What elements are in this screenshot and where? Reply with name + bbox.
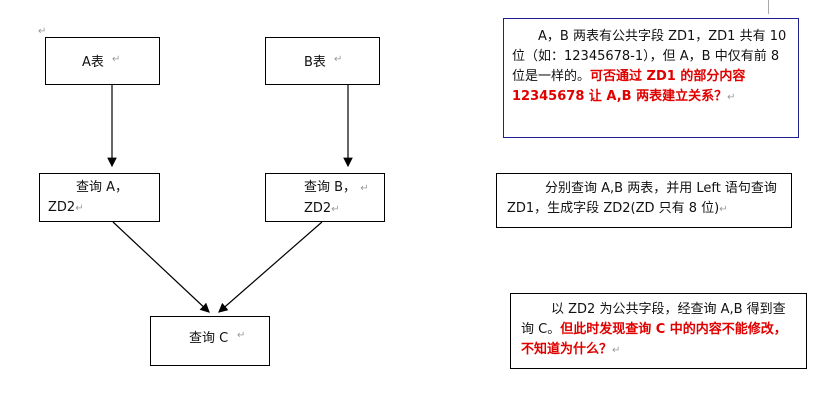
table-b-box: B表 ↵ <box>265 37 380 85</box>
note1-text: A，B 两表有公共字段 ZD1，ZD1 共有 10 位（如：12345678-1… <box>512 29 787 84</box>
query-b-line1: 查询 B， <box>304 180 357 195</box>
query-c-label: 查询 C <box>189 331 229 346</box>
note1-highlight: 可否通过 ZD1 的部分内容 12345678 让 A,B 两表建立关系？ <box>512 69 746 104</box>
margin-corner-mark <box>768 0 769 14</box>
paragraph-mark: ↵ <box>75 203 84 214</box>
query-b-line2: ZD2 <box>304 201 332 216</box>
paragraph-mark: ↵ <box>334 54 343 65</box>
query-a-box: 查询 A， ZD2↵ <box>39 173 160 222</box>
paragraph-mark: ↵ <box>112 54 121 65</box>
paragraph-mark: ↵ <box>38 26 47 37</box>
table-a-label: A表 <box>82 55 104 70</box>
paragraph-mark: ↵ <box>719 204 728 215</box>
query-b-box: 查询 B， ↵ ZD2↵ <box>265 173 385 222</box>
note3-text: 以 ZD2 为公共字段，经查询 A,B 得到查询 C。 <box>521 302 786 337</box>
paragraph-mark: ↵ <box>612 345 621 356</box>
note-query-c-question: 以 ZD2 为公共字段，经查询 A,B 得到查询 C。但此时发现查询 C 中的内… <box>510 293 807 369</box>
paragraph-mark: ↵ <box>237 330 246 341</box>
note3-highlight: 但此时发现查询 C 中的内容不能修改，不知道为什么？ <box>521 322 787 357</box>
paragraph-mark: ↵ <box>727 92 736 103</box>
query-a-line2: ZD2 <box>48 200 76 215</box>
paragraph-mark: ↵ <box>360 183 369 194</box>
arrow-query-a-to-c <box>112 221 210 313</box>
note-query-steps: 分别查询 A,B 两表，并用 Left 语句查询 ZD1，生成字段 ZD2(ZD… <box>496 173 792 228</box>
table-a-box: A表 ↵ <box>45 37 160 85</box>
query-c-box: 查询 C ↵ <box>150 316 270 366</box>
table-b-label: B表 <box>304 55 326 70</box>
query-a-line1: 查询 A， <box>76 180 129 195</box>
paragraph-mark: ↵ <box>331 204 340 215</box>
arrow-query-b-to-c <box>218 221 323 313</box>
note-common-field-question: A，B 两表有公共字段 ZD1，ZD1 共有 10 位（如：12345678-1… <box>503 18 799 138</box>
note2-text: 分别查询 A,B 两表，并用 Left 语句查询 ZD1，生成字段 ZD2(ZD… <box>507 181 777 216</box>
